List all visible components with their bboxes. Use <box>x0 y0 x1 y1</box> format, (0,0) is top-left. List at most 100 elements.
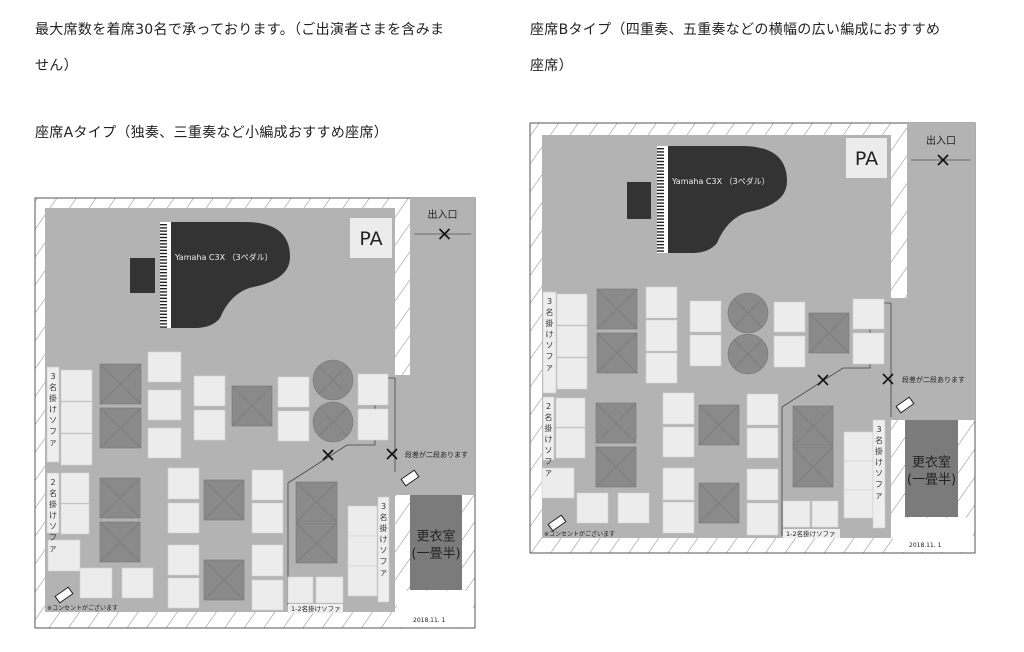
sofa-label-char: フ <box>380 557 388 566</box>
chair <box>662 392 695 425</box>
outlet-icon <box>54 586 74 604</box>
chair <box>167 467 200 500</box>
chair <box>689 334 722 367</box>
dressing-room-label: 更衣室 <box>912 455 951 471</box>
chair <box>843 460 874 491</box>
piano-black-key <box>657 228 664 230</box>
chair <box>556 325 588 358</box>
chair <box>746 502 779 536</box>
piano-black-key <box>657 192 664 195</box>
sofa-label-char: ァ <box>875 491 883 500</box>
sofa-strip <box>288 604 343 613</box>
table-cross <box>318 365 348 395</box>
x-mark-icon <box>882 373 894 385</box>
sofa-label-char: 名 <box>875 435 883 445</box>
piano-black-key <box>657 250 664 252</box>
piano-black-key <box>160 294 167 296</box>
chair <box>251 502 284 534</box>
chair <box>251 469 284 501</box>
sofa-label-char: ソ <box>49 522 57 531</box>
sofa-label-char: け <box>545 435 553 444</box>
piano-black-key <box>160 291 167 293</box>
sofa-strip <box>542 396 555 461</box>
piano-black-key <box>657 221 664 223</box>
table-cross <box>231 385 273 427</box>
piano-black-key <box>160 278 167 280</box>
piano-black-key <box>657 215 664 217</box>
plan-date: 2018.11. 1 <box>413 617 446 624</box>
sofa-label-char: フ <box>875 480 883 489</box>
sofa-label-char: 3 <box>547 297 552 306</box>
chair <box>773 335 806 368</box>
sofa-label-char: 3 <box>50 372 55 381</box>
table-cross <box>792 446 834 488</box>
piano-label: Yamaha C3X （3ペダル） <box>174 252 273 262</box>
piano-black-key <box>657 176 664 179</box>
chair <box>746 468 779 501</box>
chair <box>277 376 310 408</box>
chair <box>47 539 81 572</box>
sofa-label-char: け <box>49 405 57 414</box>
sofa-label-char: 掛 <box>546 318 554 328</box>
sofa-1-2-label: 1-2名掛けソファ <box>291 604 341 613</box>
table-cross <box>203 479 245 521</box>
step-note: 段差が二段あります <box>405 450 468 459</box>
table-cross <box>808 312 850 354</box>
chair <box>556 357 588 390</box>
sofa-label-char: フ <box>546 352 554 361</box>
chair <box>576 492 609 524</box>
plan-date: 2018.11. 1 <box>909 542 942 549</box>
chair <box>347 535 378 567</box>
piano-black-key <box>160 224 167 226</box>
type-b-line-1: 座席Bタイプ（四重奏、五重奏などの横幅の広い編成におすすめ <box>530 22 941 38</box>
piano-bench <box>627 182 651 219</box>
dressing-room-size: (一畳半) <box>411 547 460 562</box>
outlet-icon <box>547 514 567 532</box>
outlet-note: ※コンセントがございます <box>47 604 118 612</box>
chair <box>782 500 811 528</box>
sofa-label-char: 2 <box>50 478 55 487</box>
chair <box>60 369 93 402</box>
sofa-label-char: 名 <box>49 382 57 392</box>
piano-black-key <box>657 164 664 166</box>
piano-black-key <box>160 262 167 264</box>
chair <box>277 410 310 442</box>
table-cross <box>698 482 740 524</box>
piano-black-key <box>160 256 167 258</box>
table-cross <box>698 404 740 446</box>
dressing-room-size: (一畳半) <box>907 473 956 488</box>
sofa-label-char: 掛 <box>875 446 883 456</box>
piano-black-key <box>657 212 664 214</box>
outlet-icon <box>400 469 420 487</box>
piano-black-key <box>160 246 167 248</box>
piano-black-key <box>160 233 167 235</box>
table-cross <box>733 298 763 328</box>
chair <box>662 467 695 501</box>
type-a-heading: 座席Aタイプ（独奏、三重奏など小編成おすすめ座席） <box>35 125 389 141</box>
pa-label: PA <box>855 148 878 170</box>
sofa-label-char: フ <box>49 427 57 436</box>
table-cross <box>203 559 245 601</box>
chair <box>147 351 182 383</box>
table-cross <box>295 481 338 523</box>
x-mark-icon <box>438 228 451 240</box>
chair <box>251 579 284 611</box>
piano-black-key <box>657 231 664 233</box>
chair <box>357 373 389 406</box>
chair <box>287 576 314 604</box>
piano-black-key <box>657 183 664 185</box>
x-mark-icon <box>386 448 398 460</box>
sofa-label-char: 掛 <box>545 423 553 433</box>
intro-line-2: せん） <box>35 58 78 74</box>
piano-black-key <box>160 272 167 274</box>
piano-black-key <box>160 243 167 245</box>
piano-bench <box>130 258 155 293</box>
chair <box>60 401 93 434</box>
sofa-strip <box>46 366 60 463</box>
piano-black-key <box>160 307 167 309</box>
table-cross <box>99 477 141 519</box>
piano-black-key <box>657 202 664 204</box>
